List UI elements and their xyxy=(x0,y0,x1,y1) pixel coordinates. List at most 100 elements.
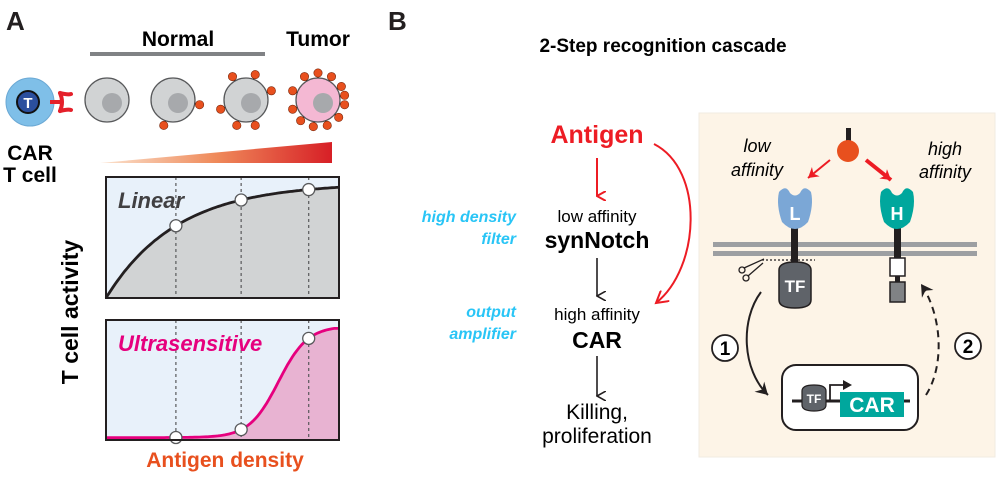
filter-label-line2: filter xyxy=(481,231,516,248)
step2-badge: 2 xyxy=(954,332,982,360)
membrane-inner xyxy=(713,251,977,256)
antigen-dot xyxy=(326,72,336,82)
normal-cell-icon xyxy=(84,77,130,123)
antigen-dot xyxy=(296,116,306,126)
car-hinge-box xyxy=(889,257,906,277)
chart-curve xyxy=(106,327,339,439)
tf-glyph: TF xyxy=(785,277,806,296)
car-qualifier: high affinity xyxy=(554,305,640,324)
antigen-dot xyxy=(313,68,323,78)
data-point xyxy=(302,331,316,346)
normal-cell-icon xyxy=(150,77,205,130)
chart-linear: Linear xyxy=(104,176,340,299)
panel-b: B 2-Step recognition cascade Antigen low… xyxy=(388,6,996,458)
synnotch-label: synNotch xyxy=(545,227,650,253)
panel-a-letter: A xyxy=(6,6,25,36)
bound-tf-icon xyxy=(801,384,827,412)
target-cells xyxy=(84,68,350,132)
tumor-cell-icon xyxy=(288,68,350,132)
antigen-dot xyxy=(195,100,205,110)
antigen-dot xyxy=(336,82,346,92)
normal-label: Normal xyxy=(142,28,214,51)
low-receptor-icon xyxy=(778,188,812,229)
antigen-dot xyxy=(340,100,350,110)
antigen-dot xyxy=(250,120,260,130)
data-point xyxy=(169,430,183,445)
data-point xyxy=(169,219,183,233)
step2-arrow xyxy=(920,283,940,396)
scissors-icon xyxy=(738,258,765,282)
t-cell-glyph: T xyxy=(23,95,32,112)
antigen-dot xyxy=(250,70,260,80)
antigen-dot xyxy=(266,86,276,96)
car-t-cell-icon: T xyxy=(5,77,73,127)
panel-a: A Normal Tumor T CAR T cell T cell activ… xyxy=(3,6,350,472)
chart-area-fill xyxy=(106,187,339,298)
car-receptor: H xyxy=(880,188,914,303)
membrane-outer xyxy=(713,242,977,247)
chart-title: Ultrasensitive xyxy=(118,331,262,356)
antigen-dot xyxy=(228,72,238,82)
chart-title: Linear xyxy=(118,188,185,213)
tumor-label: Tumor xyxy=(286,28,350,51)
high-affinity-line1: high xyxy=(928,139,962,159)
antigen-dot xyxy=(159,120,169,130)
step1-badge: 1 xyxy=(711,334,739,362)
panel-b-letter: B xyxy=(388,6,407,36)
antigen-dot xyxy=(334,112,344,122)
antigen-dot xyxy=(216,104,226,114)
car-label: CAR xyxy=(572,327,622,353)
antigen-dot xyxy=(322,120,332,130)
low-binding-arrow xyxy=(807,159,831,179)
antigen-label: Antigen xyxy=(550,121,643,149)
antigen-dot xyxy=(308,122,318,132)
chart-frame xyxy=(105,176,340,299)
amplifier-label-line2: amplifier xyxy=(449,326,516,343)
high-binding-arrow xyxy=(864,158,893,182)
car-gene-block xyxy=(840,392,904,417)
outcome-line1: Killing, xyxy=(566,401,628,424)
car-t-label-line1: CAR xyxy=(7,142,53,165)
car-t-label-line2: T cell xyxy=(3,164,57,187)
high-receptor-icon xyxy=(880,188,914,229)
normal-bracket xyxy=(90,52,265,56)
chart-frame xyxy=(105,319,340,441)
y-axis-label: T cell activity xyxy=(57,240,83,385)
car-signaling-domain xyxy=(889,281,906,303)
high-affinity-line2: affinity xyxy=(919,162,972,182)
antigen-dot xyxy=(232,120,242,130)
low-receptor-glyph: L xyxy=(790,204,801,224)
filter-label-line1: high density xyxy=(422,209,517,226)
antigen-ball-icon xyxy=(837,128,859,162)
synnotch-receptor: L TF xyxy=(738,188,815,309)
car-gene-construct: TF CAR xyxy=(781,364,919,431)
antigen-dot xyxy=(340,90,350,100)
step1-arrow xyxy=(745,291,769,396)
step2-number: 2 xyxy=(963,337,974,358)
normal-cell-icon xyxy=(216,70,276,130)
antigen-dot xyxy=(288,104,298,114)
synnotch-qualifier: low affinity xyxy=(557,207,637,226)
data-point xyxy=(234,422,248,437)
step1-number: 1 xyxy=(720,339,731,360)
chart-curve xyxy=(104,185,340,299)
antigen-to-car-curved-arrow xyxy=(653,143,692,303)
antigen-dot xyxy=(299,72,309,82)
amplifier-label-line1: output xyxy=(466,304,516,321)
chart-ultrasensitive: Ultrasensitive xyxy=(105,319,340,445)
panel-b-title: 2-Step recognition cascade xyxy=(539,36,786,57)
tf-domain-icon xyxy=(778,261,812,309)
x-axis-label: Antigen density xyxy=(146,449,304,472)
promoter-arrow-icon xyxy=(843,380,852,390)
antigen-density-gradient xyxy=(100,142,332,163)
chart-area-fill xyxy=(106,328,339,440)
low-affinity-line1: low xyxy=(743,136,771,156)
car-gene-label: CAR xyxy=(849,394,895,417)
data-point xyxy=(234,193,248,207)
bound-tf-glyph: TF xyxy=(807,392,822,406)
high-receptor-glyph: H xyxy=(891,204,904,224)
outcome-line2: proliferation xyxy=(542,425,652,448)
data-point xyxy=(302,182,316,197)
antigen-dot xyxy=(288,86,298,96)
